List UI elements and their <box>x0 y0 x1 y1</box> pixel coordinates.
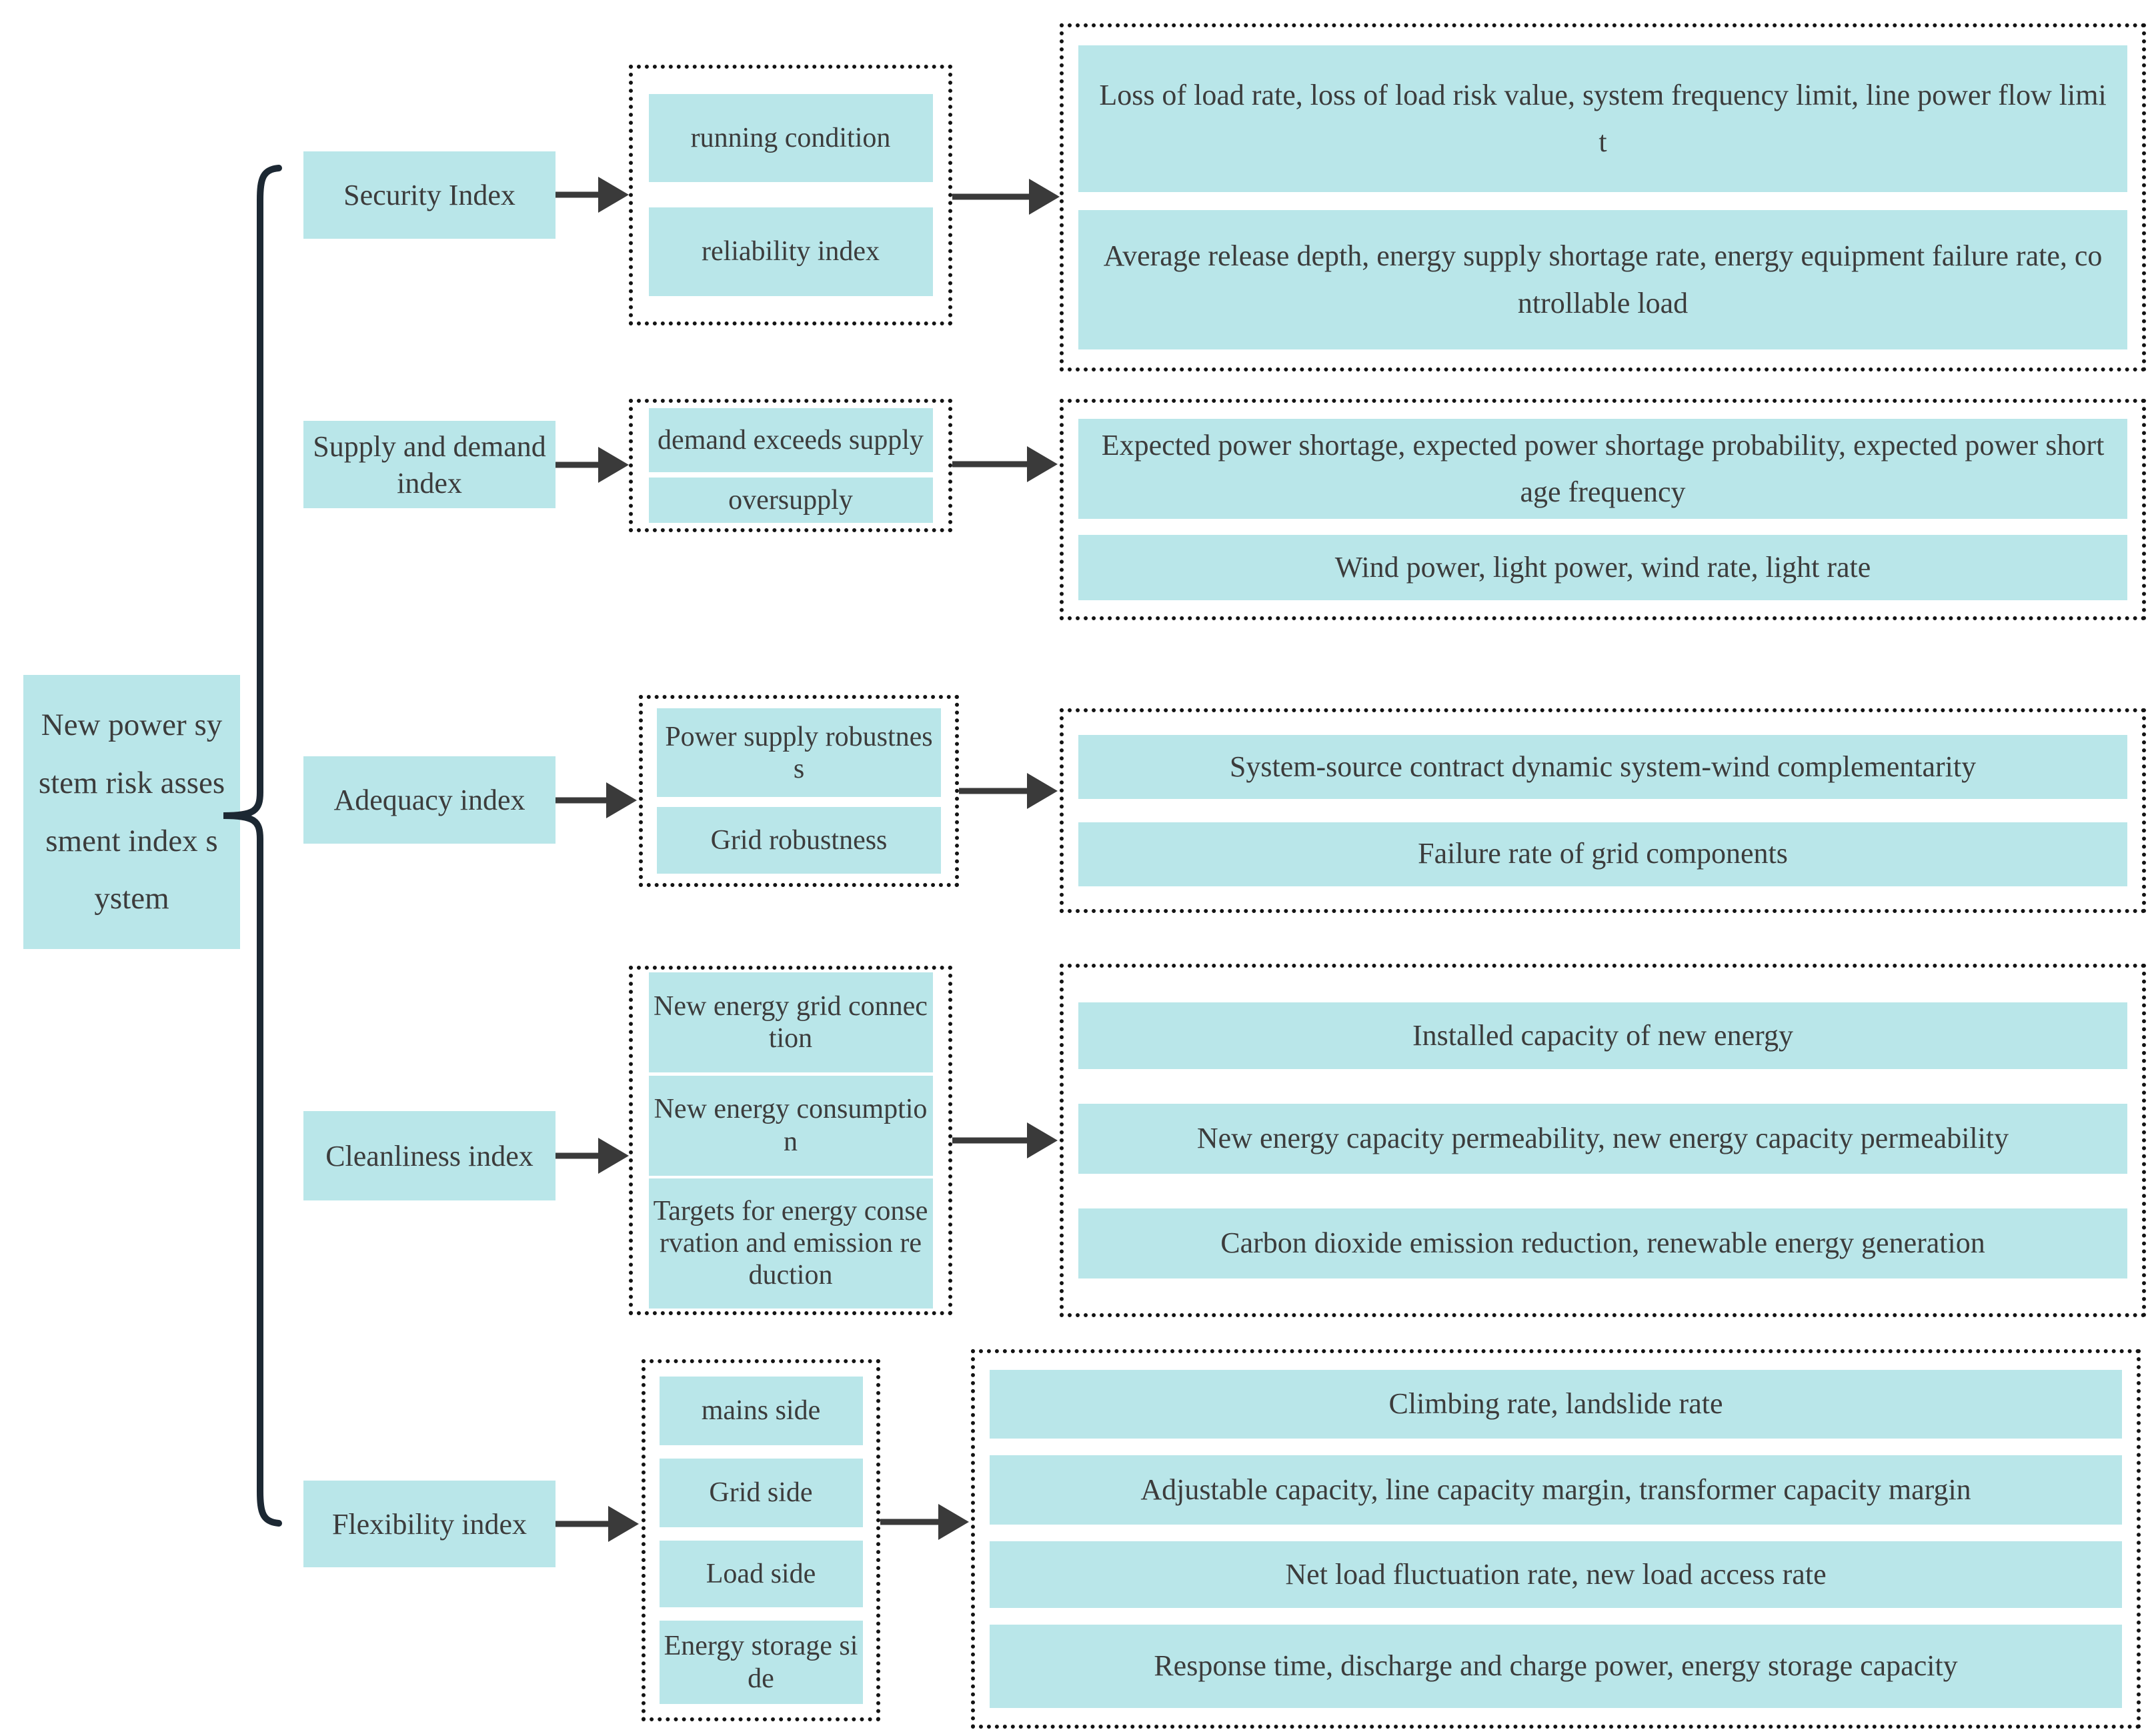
arrow-icon <box>959 773 1058 809</box>
indicator-group-adequacy: System-source contract dynamic system-wi… <box>1060 708 2146 913</box>
indicator-group-cleanliness: Installed capacity of new energy New ene… <box>1060 964 2146 1317</box>
sub-index-box: running condition <box>648 94 933 182</box>
sub-index-box: Grid side <box>659 1459 863 1527</box>
sub-index-box: reliability index <box>648 207 933 296</box>
indicator-group-security: Loss of load rate, loss of load risk val… <box>1060 23 2146 371</box>
sub-index-box: Energy storage side <box>659 1621 863 1704</box>
category-box-adequacy: Adequacy index <box>303 756 556 844</box>
arrow-icon <box>556 1138 629 1174</box>
sub-index-box: Load side <box>659 1541 863 1607</box>
indicator-group-supply-demand: Expected power shortage, expected power … <box>1060 399 2146 620</box>
indicator-group-flexibility: Climbing rate, landslide rate Adjustable… <box>971 1349 2141 1729</box>
sub-index-group-cleanliness: New energy grid connection New energy co… <box>629 966 952 1315</box>
sub-index-group-security: running condition reliability index <box>629 65 952 325</box>
sub-index-box: oversupply <box>648 478 933 523</box>
sub-index-box: Power supply robustness <box>657 708 941 798</box>
sub-index-box: New energy grid connection <box>648 972 933 1073</box>
indicator-box: Installed capacity of new energy <box>1078 1002 2127 1069</box>
indicator-box: Climbing rate, landslide rate <box>990 1370 2122 1439</box>
arrow-icon <box>952 179 1060 215</box>
arrow-icon <box>952 446 1058 482</box>
sub-index-box: demand exceeds supply <box>648 408 933 472</box>
sub-index-group-supply-demand: demand exceeds supply oversupply <box>629 399 952 532</box>
indicator-box: Carbon dioxide emission reduction, renew… <box>1078 1208 2127 1278</box>
indicator-box: Average release depth, energy supply sho… <box>1078 210 2127 349</box>
arrow-icon <box>952 1122 1058 1158</box>
category-box-flexibility: Flexibility index <box>303 1481 556 1567</box>
arrow-icon <box>880 1504 969 1540</box>
indicator-box: System-source contract dynamic system-wi… <box>1078 735 2127 800</box>
root-box: New power system risk assessment index s… <box>23 675 240 949</box>
indicator-box: New energy capacity permeability, new en… <box>1078 1104 2127 1174</box>
sub-index-box: Grid robustness <box>657 806 941 874</box>
arrow-icon <box>556 782 637 818</box>
sub-index-box: mains side <box>659 1377 863 1445</box>
arrow-icon <box>556 177 629 213</box>
indicator-box: Response time, discharge and charge powe… <box>990 1625 2122 1708</box>
arrow-icon <box>556 447 629 483</box>
indicator-box: Failure rate of grid components <box>1078 822 2127 886</box>
indicator-box: Loss of load rate, loss of load risk val… <box>1078 45 2127 192</box>
grouping-brace <box>223 165 282 1527</box>
sub-index-group-adequacy: Power supply robustness Grid robustness <box>639 695 959 887</box>
sub-index-box: Targets for energy conservation and emis… <box>648 1178 933 1309</box>
indicator-box: Expected power shortage, expected power … <box>1078 419 2127 519</box>
arrow-icon <box>556 1506 639 1542</box>
indicator-box: Wind power, light power, wind rate, ligh… <box>1078 535 2127 600</box>
sub-index-box: New energy consumption <box>648 1075 933 1176</box>
category-box-cleanliness: Cleanliness index <box>303 1111 556 1200</box>
category-box-supply-demand: Supply and demand index <box>303 421 556 508</box>
indicator-box: Adjustable capacity, line capacity margi… <box>990 1455 2122 1525</box>
category-box-security: Security Index <box>303 151 556 239</box>
sub-index-group-flexibility: mains side Grid side Load side Energy st… <box>642 1359 880 1721</box>
indicator-box: Net load fluctuation rate, new load acce… <box>990 1541 2122 1608</box>
